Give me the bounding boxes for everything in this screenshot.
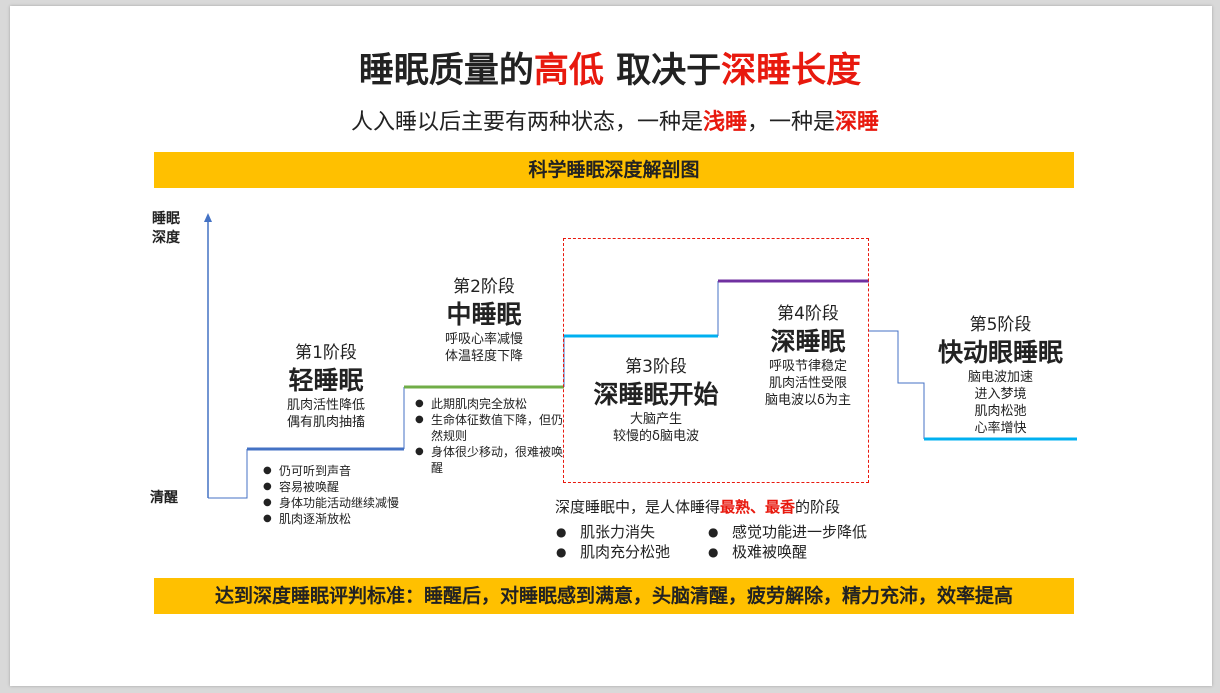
connector-0-1 <box>208 449 248 499</box>
list-item: 容易被唤醒 <box>263 479 423 495</box>
list-item: 肌肉充分松弛 <box>556 543 670 562</box>
stage-1-number: 第1阶段 <box>295 343 357 363</box>
stage-5-desc-3: 肌肉松弛 <box>974 404 1027 419</box>
deep-sleep-highlight-box <box>563 238 869 483</box>
subtitle-text-2: ，一种是 <box>747 110 836 135</box>
title-highlight-2: 深睡长度 <box>721 51 862 91</box>
stage-3-desc-1: 大脑产生 <box>629 412 682 427</box>
deep-note-highlight: 最熟、最香 <box>720 498 796 516</box>
stage-4-number: 第4阶段 <box>777 304 839 324</box>
stage-3-desc-2: 较慢的δ脑电波 <box>613 429 699 444</box>
stage-5-name: 快动眼睡眠 <box>937 338 1063 367</box>
list-item: 极难被唤醒 <box>708 543 807 562</box>
list-item: 生命体征数值下降，但仍然规则 <box>415 412 565 444</box>
list-item: 此期肌肉完全放松 <box>415 396 565 412</box>
stage-4-desc-2: 肌肉活性受限 <box>768 376 847 391</box>
page-title: 睡眠质量的高低 取决于深睡长度 <box>0 47 1220 95</box>
stage-5-desc-4: 心率增快 <box>974 421 1027 436</box>
subtitle-highlight-1: 浅睡 <box>702 110 747 135</box>
stage-3: 第3阶段 深睡眠开始 大脑产生 较慢的δ脑电波 <box>574 355 738 445</box>
title-text: 睡眠质量的 <box>358 51 534 91</box>
stage-3-name: 深睡眠开始 <box>593 380 719 409</box>
list-item: 肌肉逐渐放松 <box>263 511 423 527</box>
stage-1-desc-2: 偶有肌肉抽搐 <box>286 415 365 430</box>
y-axis-label-line2: 深度 <box>152 230 180 246</box>
subtitle: 人入睡以后主要有两种状态，一种是浅睡，一种是深睡 <box>0 106 1220 140</box>
deep-note-text-2: 的阶段 <box>795 498 841 516</box>
stage-1: 第1阶段 轻睡眠 肌肉活性降低 偶有肌肉抽搐 <box>246 341 406 431</box>
list-item: 肌张力消失 <box>556 523 655 542</box>
stage-5-desc-1: 脑电波加速 <box>967 370 1033 385</box>
awake-label: 清醒 <box>150 490 178 506</box>
criteria-bar: 达到深度睡眠评判标准：睡醒后，对睡眠感到满意，头脑清醒，疲劳解除，精力充沛，效率… <box>154 578 1074 614</box>
list-item: 仍可听到声音 <box>263 463 423 479</box>
stage-2-name: 中睡眠 <box>446 300 522 329</box>
list-item: 身体功能活动继续减慢 <box>263 495 423 511</box>
stage-4: 第4阶段 深睡眠 呼吸节律稳定 肌肉活性受限 脑电波以δ为主 <box>726 302 890 409</box>
stage-5-desc-2: 进入梦境 <box>974 387 1027 402</box>
stage-1-desc-1: 肌肉活性降低 <box>286 398 365 413</box>
stage-2: 第2阶段 中睡眠 呼吸心率减慢 体温轻度下降 <box>404 275 564 365</box>
title-highlight-1: 高低 <box>533 51 604 91</box>
y-axis-label: 睡眠 深度 <box>152 210 180 248</box>
deep-sleep-note: 深度睡眠中，是人体睡得最熟、最香的阶段 <box>555 497 840 517</box>
subtitle-text: 人入睡以后主要有两种状态，一种是 <box>350 110 703 135</box>
deep-note-text: 深度睡眠中，是人体睡得 <box>555 498 721 516</box>
stage-2-bullets: 此期肌肉完全放松 生命体征数值下降，但仍然规则 身体很少移动，很难被唤醒 <box>415 396 565 476</box>
title-text-2: 取决于 <box>603 51 722 91</box>
stage-3-number: 第3阶段 <box>625 357 687 377</box>
stage-4-desc-3: 脑电波以δ为主 <box>765 393 851 408</box>
stage-4-desc-1: 呼吸节律稳定 <box>768 359 847 374</box>
diagram-title-bar: 科学睡眠深度解剖图 <box>154 152 1074 188</box>
stage-4-name: 深睡眠 <box>770 327 846 356</box>
list-item: 身体很少移动，很难被唤醒 <box>415 444 565 476</box>
subtitle-highlight-2: 深睡 <box>835 110 880 135</box>
stage-1-bullets: 仍可听到声音 容易被唤醒 身体功能活动继续减慢 肌肉逐渐放松 <box>263 463 423 527</box>
slide <box>10 6 1212 686</box>
y-axis-arrowhead <box>204 213 212 222</box>
y-axis-label-line1: 睡眠 <box>152 211 180 227</box>
stage-2-number: 第2阶段 <box>453 277 515 297</box>
connector-4-5a <box>869 330 925 439</box>
stage-5-number: 第5阶段 <box>969 315 1032 335</box>
stage-2-desc-2: 体温轻度下降 <box>444 349 523 364</box>
list-item: 感觉功能进一步降低 <box>708 523 867 542</box>
stage-2-desc-1: 呼吸心率减慢 <box>444 332 523 347</box>
stage-5: 第5阶段 快动眼睡眠 脑电波加速 进入梦境 肌肉松弛 心率增快 <box>918 313 1083 437</box>
stage-1-name: 轻睡眠 <box>288 366 364 395</box>
